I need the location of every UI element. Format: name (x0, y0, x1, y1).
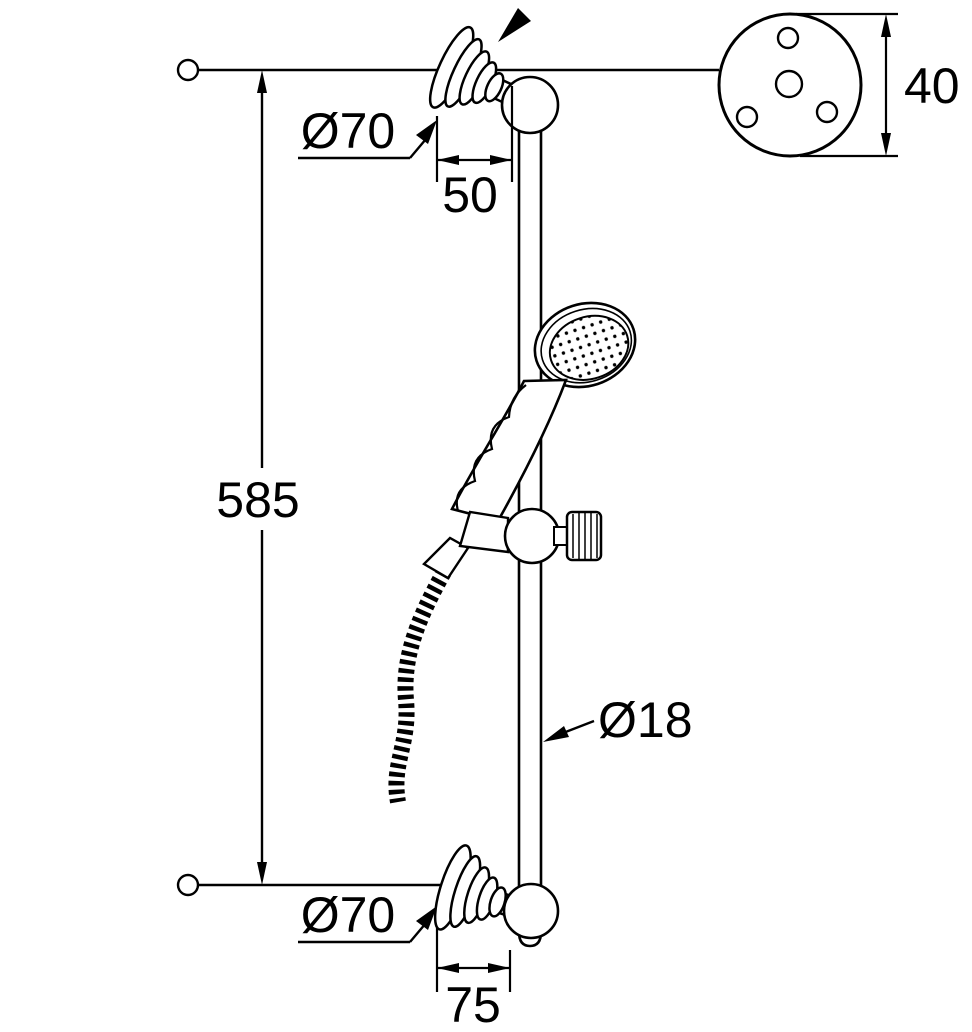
bottom-swivel-ball (502, 882, 560, 940)
shower-handle (450, 378, 568, 523)
detail-screw-hole-right (815, 100, 839, 124)
label-rail-length: 585 (216, 472, 299, 528)
knob-knurling (572, 513, 598, 559)
dim-50-arrow-right (490, 155, 512, 165)
handle-holder-collar (458, 510, 510, 554)
dim-75-arrow-left (437, 963, 459, 973)
detail-screw-hole-top (776, 26, 800, 50)
dim-40-arrow-up (881, 14, 891, 37)
label-bottom-offset: 75 (445, 977, 501, 1032)
leader-top-flange-arrowhead (416, 120, 437, 144)
rail-slider (422, 507, 603, 580)
wall-anchor-top (176, 58, 200, 82)
wall-anchor-bottom (176, 873, 200, 897)
top-swivel-ball (500, 75, 560, 135)
shower-hose (388, 568, 451, 804)
dim-40-arrow-down (881, 133, 891, 156)
top-wall-flange (428, 25, 529, 112)
top-pointer-arrow (498, 8, 531, 42)
hose-connector-cone (422, 536, 470, 580)
dim-40 (796, 12, 898, 158)
dim-585-arrow-up (257, 70, 267, 93)
hand-shower (450, 301, 637, 523)
flange-detail-view (717, 12, 863, 158)
label-bottom-flange-diameter: Ø70 (301, 887, 396, 943)
leader-rail-arrowhead (543, 726, 569, 742)
label-top-offset: 50 (442, 167, 498, 223)
handle-grip-waves (455, 384, 527, 512)
leader-rail-line (562, 719, 595, 735)
dim-75-arrow-right (488, 963, 510, 973)
spray-face (548, 314, 630, 381)
leader-bottom-flange-arrowhead (416, 906, 437, 930)
detail-screw-hole-left (735, 105, 759, 129)
detail-center-hole (774, 69, 804, 99)
shower-head (533, 301, 637, 389)
label-top-flange-diameter: Ø70 (301, 103, 396, 159)
locking-knob (565, 510, 603, 562)
label-rail-diameter: Ø18 (598, 692, 693, 748)
label-detail-height: 40 (904, 58, 960, 114)
dim-50-arrow-left (437, 155, 459, 165)
slider-ball (503, 507, 561, 565)
leader-top-flange (298, 138, 427, 160)
dim-585-arrow-down (257, 862, 267, 885)
